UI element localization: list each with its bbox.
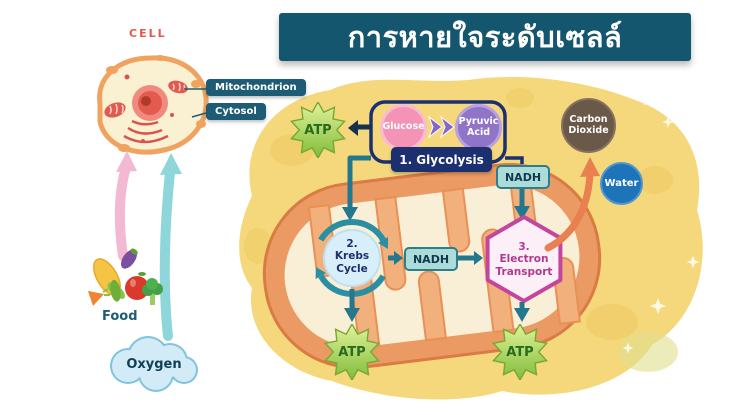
small-mitochondria — [104, 80, 188, 118]
atp-starburst-bottom-right: ATP — [492, 324, 548, 380]
oxygen-label: Oxygen — [126, 357, 182, 372]
atp-star-icon — [492, 324, 548, 380]
corn-icon — [93, 258, 126, 302]
apple-icon — [125, 272, 149, 300]
electron-transport-to-atp-arrow — [514, 302, 530, 322]
krebs-cycle-label: 2. Krebs Cycle — [334, 238, 370, 275]
cell-label: CELL — [129, 27, 167, 40]
broccoli-icon — [142, 278, 163, 305]
page-title: การหายใจระดับเซลล์ — [347, 20, 623, 54]
electron-transport-to-water-arrow — [544, 157, 600, 252]
atp-star-icon — [324, 324, 380, 380]
krebs-cycle-circle — [315, 218, 388, 298]
endoplasmic-reticulum — [123, 119, 169, 144]
sparkle-decorations — [622, 90, 700, 354]
glucose-to-atp-arrow — [348, 120, 371, 136]
electron-transport-label: 3. Electron Transport — [495, 241, 553, 278]
atp-star-icon — [290, 102, 346, 158]
nadh-upper-down-arrow — [514, 189, 530, 220]
food-label: Food — [102, 309, 138, 324]
krebs-to-nadh-arrow — [388, 251, 403, 265]
cell-illustration — [97, 55, 209, 155]
nadh-to-electron-transport-arrow — [458, 251, 483, 265]
badge-pointer-lines — [184, 88, 207, 118]
atp-label: ATP — [304, 122, 332, 138]
food-arrow — [114, 151, 137, 261]
atp-label: ATP — [338, 344, 366, 360]
krebs-to-atp-arrow — [344, 289, 360, 322]
atp-starburst-bottom-left: ATP — [324, 324, 380, 380]
glycolysis-label: 1. Glycolysis — [391, 147, 492, 172]
nucleus — [132, 85, 168, 121]
glycolysis-to-krebs-arrow — [342, 155, 371, 221]
glucose-to-pyruvate-arrows — [427, 115, 455, 139]
nadh-badge-lower: NADH — [404, 247, 458, 271]
atp-label: ATP — [506, 344, 534, 360]
pyruvic-acid-node: Pyruvic Acid — [455, 104, 502, 151]
carbon-dioxide-node: Carbon Dioxide — [561, 98, 616, 153]
nadh-badge-upper: NADH — [496, 165, 550, 189]
pyruvate-to-nadh-connector — [505, 156, 524, 164]
oxygen-arrow — [159, 153, 182, 341]
atp-starburst-top: ATP — [290, 102, 346, 158]
food-illustration — [88, 248, 163, 306]
water-node: Water — [600, 162, 643, 205]
eggplant-icon — [121, 248, 138, 269]
oxygen-cloud — [110, 336, 198, 392]
title-banner: การหายใจระดับเซลล์ — [279, 13, 691, 61]
carrot-icon — [88, 288, 110, 306]
mitochondrion-badge: Mitochondrion — [206, 79, 306, 96]
glucose-node: Glucose — [380, 104, 427, 151]
cytosol-badge: Cytosol — [206, 103, 266, 120]
